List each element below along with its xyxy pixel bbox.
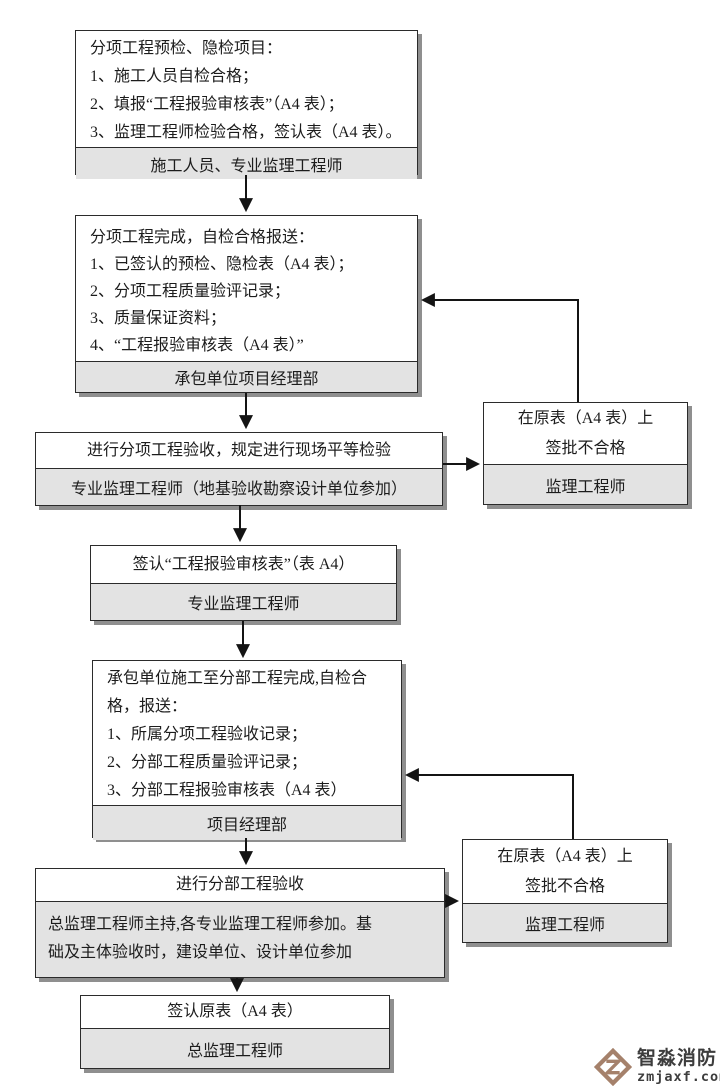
text-line: 1、所属分项工程验收记录；: [107, 726, 308, 743]
box-subitem-acceptance: 进行分项工程验收，规定进行现场平等检验 专业监理工程师（地基验收勘察设计单位参加…: [35, 432, 443, 506]
text-line: 在原表（A4 表）上: [497, 847, 633, 865]
text-line: 1、已签认的预检、隐检表（A4 表）；: [90, 256, 354, 273]
box-reject-subitem: 在原表（A4 表）上 签批不合格 监理工程师: [483, 402, 688, 505]
brand-logo-icon: [594, 1048, 632, 1086]
box-responsible-label: 监理工程师: [463, 903, 667, 942]
box-responsible-label: 总监理工程师: [81, 1028, 389, 1068]
connector-reject2-feedback-step5: [404, 768, 574, 839]
box-responsible-label: 总监理工程师主持,各专业监理工程师参加。基 础及主体验收时，建设单位、设计单位参…: [36, 901, 444, 977]
box-sign-review-form: 签认“工程报验审核表”（表 A4） 专业监理工程师: [90, 545, 397, 621]
text-line: 在原表（A4 表）上: [517, 409, 654, 427]
text-line: 2、分项工程质量验评记录；: [90, 283, 291, 300]
text-line: 签批不合格: [524, 877, 605, 895]
box-subdivision-acceptance: 进行分部工程验收 总监理工程师主持,各专业监理工程师参加。基 础及主体验收时，建…: [35, 868, 445, 978]
text-line: 承包单位施工至分部工程完成,自检合: [107, 670, 368, 687]
watermark-site-url: zmjaxf.com: [637, 1069, 720, 1086]
text-line: 4、“工程报验审核表（A4 表）”: [90, 337, 304, 354]
box-responsible-label: 项目经理部: [93, 805, 401, 840]
box-body: 签认“工程报验审核表”（表 A4）: [132, 555, 355, 573]
text-line: 2、分部工程质量验评记录；: [107, 754, 308, 771]
text-line: 3、质量保证资料；: [90, 310, 227, 327]
box-body: 分项工程预检、隐检项目： 1、施工人员自检合格； 2、填报“工程报验审核表”（A…: [76, 31, 417, 147]
text-line: 分项工程完成，自检合格报送：: [90, 229, 315, 246]
box-body: 在原表（A4 表）上 签批不合格: [463, 840, 667, 903]
box-subdivision-complete-submit: 承包单位施工至分部工程完成,自检合 格，报送： 1、所属分项工程验收记录； 2、…: [92, 660, 402, 840]
box-body: 在原表（A4 表）上 签批不合格: [484, 403, 687, 464]
watermark-text: 智淼消防 zmjaxf.com: [637, 1049, 720, 1085]
text-line: 总监理工程师主持,各专业监理工程师参加。基: [48, 916, 373, 933]
box-body: 进行分项工程验收，规定进行现场平等检验: [86, 441, 391, 459]
text-line: 2、填报“工程报验审核表”（A4 表）；: [90, 96, 344, 113]
box-responsible-label: 监理工程师: [484, 464, 687, 504]
box-responsible-label: 施工人员、专业监理工程师: [76, 147, 417, 179]
text-line: 础及主体验收时，建设单位、设计单位参加: [48, 944, 353, 961]
text-line: 3、分部工程报验审核表（A4 表）: [107, 782, 347, 799]
text-line: 1、施工人员自检合格；: [90, 68, 259, 85]
text-line: 格，报送：: [107, 698, 188, 715]
text-line: 分项工程预检、隐检项目：: [90, 40, 283, 57]
box-body: 签认原表（A4 表）: [167, 1003, 303, 1020]
box-responsible-label: 专业监理工程师: [91, 583, 396, 620]
text-line: 签批不合格: [545, 439, 626, 457]
box-body: 分项工程完成，自检合格报送： 1、已签认的预检、隐检表（A4 表）； 2、分项工…: [76, 216, 417, 361]
connector-reject1-feedback-step2: [420, 293, 579, 402]
box-responsible-label: 承包单位项目经理部: [76, 361, 417, 392]
text-line: 3、监理工程师检验合格，签认表（A4 表）。: [90, 124, 402, 141]
box-body: 承包单位施工至分部工程完成,自检合 格，报送： 1、所属分项工程验收记录； 2、…: [93, 661, 401, 805]
watermark: 智淼消防 zmjaxf.com: [594, 1048, 720, 1086]
box-subitem-preinspection: 分项工程预检、隐检项目： 1、施工人员自检合格； 2、填报“工程报验审核表”（A…: [75, 30, 418, 179]
watermark-brand: 智淼消防: [637, 1048, 718, 1070]
box-subitem-complete-submit: 分项工程完成，自检合格报送： 1、已签认的预检、隐检表（A4 表）； 2、分项工…: [75, 215, 418, 393]
box-responsible-label: 专业监理工程师（地基验收勘察设计单位参加）: [36, 468, 442, 505]
box-reject-subdivision: 在原表（A4 表）上 签批不合格 监理工程师: [462, 839, 668, 943]
box-body: 进行分部工程验收: [175, 876, 304, 894]
box-sign-original-form: 签认原表（A4 表） 总监理工程师: [80, 995, 390, 1069]
